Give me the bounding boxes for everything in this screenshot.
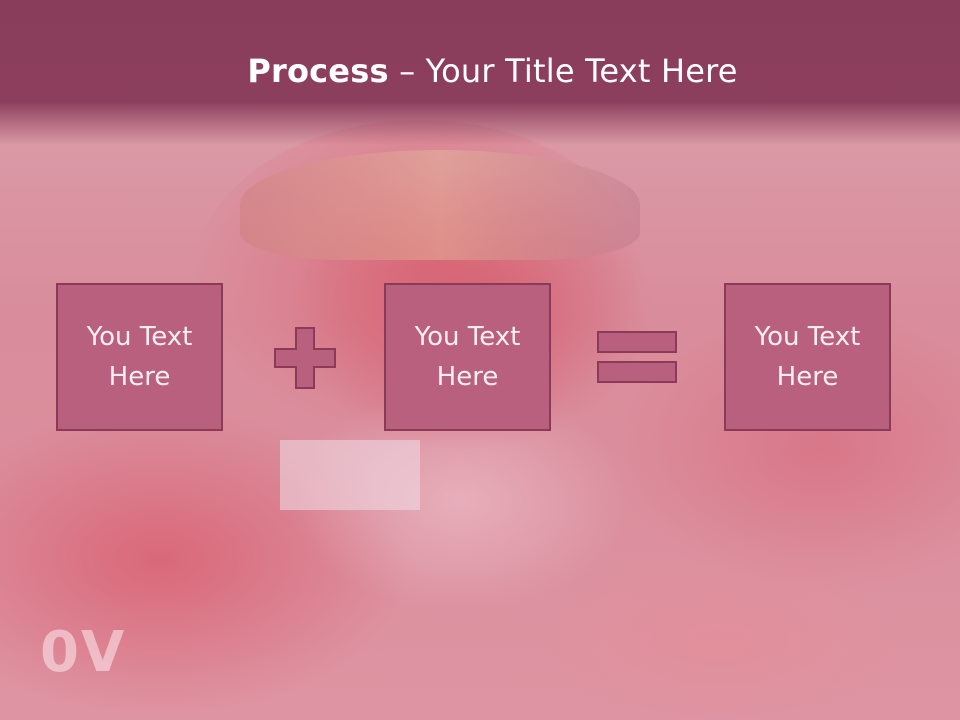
process-box-2-text: You Text Here (414, 322, 521, 392)
equals-icon (597, 331, 677, 383)
visor-shape (240, 150, 640, 260)
plus-icon (274, 327, 336, 389)
helmet-strip (280, 440, 420, 510)
title-bold: Process (247, 52, 389, 90)
process-box-3-text: You Text Here (754, 322, 861, 392)
title-band (0, 0, 960, 145)
background-lettering: 0V (40, 620, 127, 685)
process-box-1-text: You Text Here (86, 322, 193, 392)
process-box-3[interactable]: You Text Here (724, 283, 891, 431)
process-box-1[interactable]: You Text Here (56, 283, 223, 431)
process-box-2[interactable]: You Text Here (384, 283, 551, 431)
title-rest: Your Title Text Here (425, 52, 738, 90)
slide-title[interactable]: Process – Your Title Text Here (0, 52, 960, 90)
title-separator: – (388, 52, 426, 90)
